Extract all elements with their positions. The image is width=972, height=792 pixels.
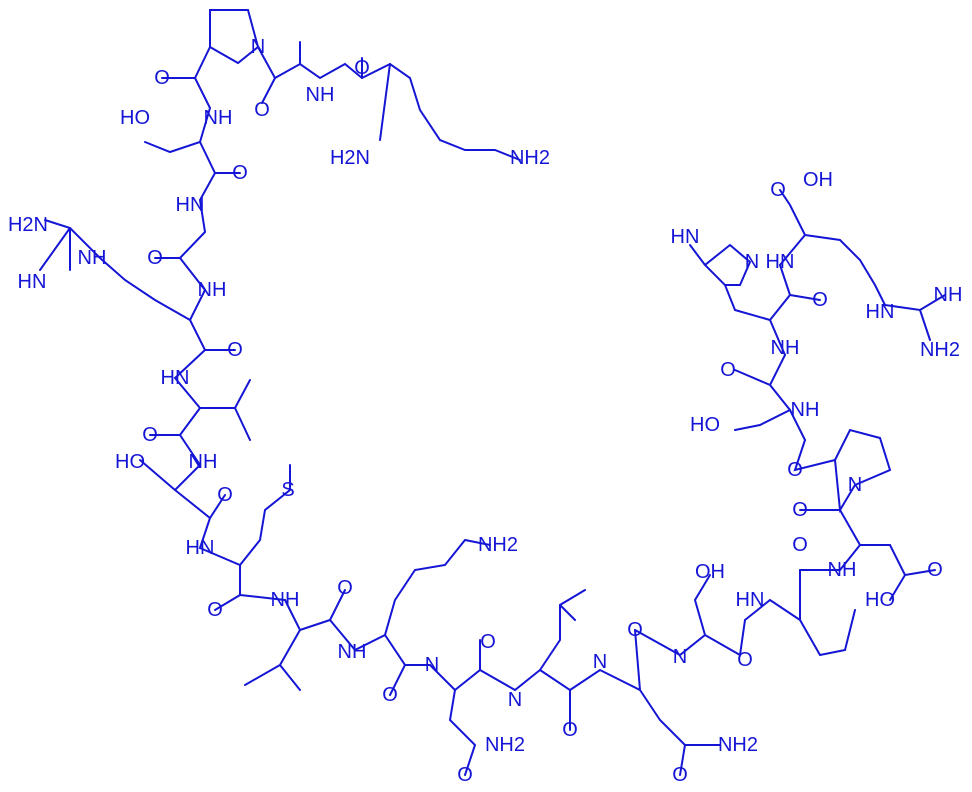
atom-label-n-gln: N <box>593 651 607 673</box>
arg1-side-chain <box>44 219 191 321</box>
ile-backbone-side-chain <box>244 589 346 691</box>
atom-label-o-arg1: O <box>227 339 243 361</box>
gln-side-chain <box>639 689 721 776</box>
atom-label-hn-met: HN <box>186 537 215 559</box>
atom-label-nh-ala-lys: NH <box>306 84 335 106</box>
atom-label-nh-arg1-guanidine: NH <box>78 247 107 269</box>
proline-ring-2 <box>833 428 892 514</box>
atom-label-o-ser4: O <box>720 359 736 381</box>
atom-label-nh-asp: NH <box>828 559 857 581</box>
atom-label-ho-asp: HO <box>865 589 895 611</box>
arg1-guanidine <box>39 227 71 271</box>
asp-carbonyl-bond <box>799 509 861 546</box>
leu2-backbone-side-chain <box>744 569 856 657</box>
atom-label-ho-ser2: HO <box>115 451 145 473</box>
lys2-backbone-side-chain <box>329 538 491 652</box>
his-carbonyl-bond <box>769 264 821 321</box>
atom-label-o-asp-acid: O <box>927 559 943 581</box>
atom-label-o-asp: O <box>792 499 808 521</box>
atom-label-nh-ser4: NH <box>791 399 820 421</box>
lys-alpha-bond <box>379 63 391 141</box>
atom-label-n-asn: N <box>425 654 439 676</box>
gly-backbone <box>154 172 216 259</box>
atom-label-nh-arg1: NH <box>198 279 227 301</box>
asn-backbone-side-chain <box>384 634 477 776</box>
atom-label-o-asn-side: O <box>457 764 473 786</box>
atom-labels: N O NH O H2N NH2 O NH HO O HN O NH H2N N… <box>8 36 962 786</box>
atom-label-n-his-ring: N <box>745 251 759 273</box>
atom-label-nh2-gln: NH2 <box>718 734 758 756</box>
ser2-backbone <box>139 434 226 520</box>
his-backbone-ring <box>689 243 786 356</box>
arg1-backbone <box>179 257 236 351</box>
atom-label-hn-gly: HN <box>176 194 205 216</box>
atom-label-o-leu1: O <box>562 719 578 741</box>
atom-label-oh-arg2: OH <box>803 169 833 191</box>
atom-label-h2n-arg1-guanidine: H2N <box>8 214 48 236</box>
atom-label-h2n-lys-alpha: H2N <box>330 147 370 169</box>
atom-label-o-ser2: O <box>217 484 233 506</box>
atom-label-nh-ser2: NH <box>189 451 218 473</box>
atom-label-nh-arg2-guanidine: NH <box>934 284 963 306</box>
atom-label-o-his: O <box>812 289 828 311</box>
atom-label-hn-arg1-guanidine: HN <box>18 271 47 293</box>
atom-label-o-ser3: O <box>737 649 753 671</box>
atom-label-o-pro1: O <box>154 67 170 89</box>
atom-label-o-asn: O <box>480 631 496 653</box>
ser1-side-chain <box>144 77 212 154</box>
atom-label-hn-arg2-guanidine: HN <box>866 301 895 323</box>
gln-backbone-alpha <box>539 629 642 731</box>
ser3-backbone <box>634 574 746 657</box>
bond-lines <box>39 9 946 776</box>
atom-label-hn-val: HN <box>161 367 190 389</box>
atom-label-n-pro1: N <box>251 36 265 58</box>
atom-label-hn-his-ring: HN <box>671 226 700 248</box>
atom-label-n-pro2: N <box>848 474 862 496</box>
atom-label-o-pro2: O <box>787 459 803 481</box>
atom-label-nh2-arg2-guanidine: NH2 <box>920 339 960 361</box>
atom-label-o-met: O <box>207 599 223 621</box>
atom-label-o-lys: O <box>354 57 370 79</box>
atom-label-nh2-lys2: NH2 <box>478 534 518 556</box>
atom-label-s-met: S <box>281 479 294 501</box>
atom-label-oh-ser3: OH <box>695 561 725 583</box>
asp-backbone-side-chain <box>799 544 936 601</box>
atom-label-nh2-lys-eps: NH2 <box>510 147 550 169</box>
atom-label-ho-ser1: HO <box>120 107 150 129</box>
atom-label-ho-ser4: HO <box>690 414 720 436</box>
met-carbonyl-bond <box>214 564 286 611</box>
arg2-backbone-side-chain <box>779 189 886 306</box>
atom-label-n-ser3: N <box>673 646 687 668</box>
atom-label-o-val: O <box>142 424 158 446</box>
ala-carbonyl-bond <box>261 77 276 104</box>
arg2-guanidine <box>884 294 946 341</box>
atom-label-nh-his: NH <box>771 337 800 359</box>
atom-label-nh-ile: NH <box>271 589 300 611</box>
atom-label-hn-leu2: HN <box>736 589 765 611</box>
atom-label-hn-arg2: HN <box>766 251 795 273</box>
atom-label-o-gln-side: O <box>672 764 688 786</box>
proline-ring-1 <box>209 9 260 65</box>
ser4-backbone <box>734 354 806 441</box>
pro2-carbonyl-bond <box>793 439 836 472</box>
atom-label-n-leu1: N <box>508 689 522 711</box>
atom-label-nh-lys2: NH <box>338 641 367 663</box>
atom-label-nh2-asn: NH2 <box>485 734 525 756</box>
leu1-backbone-side-chain <box>454 589 586 692</box>
met-backbone-side-chain <box>198 464 291 567</box>
atom-label-o-arg2-acid: O <box>770 179 786 201</box>
atom-label-o-leu2: O <box>792 534 808 556</box>
atom-label-o-gln: O <box>627 619 643 641</box>
atom-label-o-lys2: O <box>382 684 398 706</box>
atom-label-o-gly: O <box>147 247 163 269</box>
atom-label-nh-ser1: NH <box>204 107 233 129</box>
atom-label-o-ser1: O <box>232 162 248 184</box>
atom-label-o-ile: O <box>337 577 353 599</box>
atom-label-o-ala: O <box>254 99 270 121</box>
